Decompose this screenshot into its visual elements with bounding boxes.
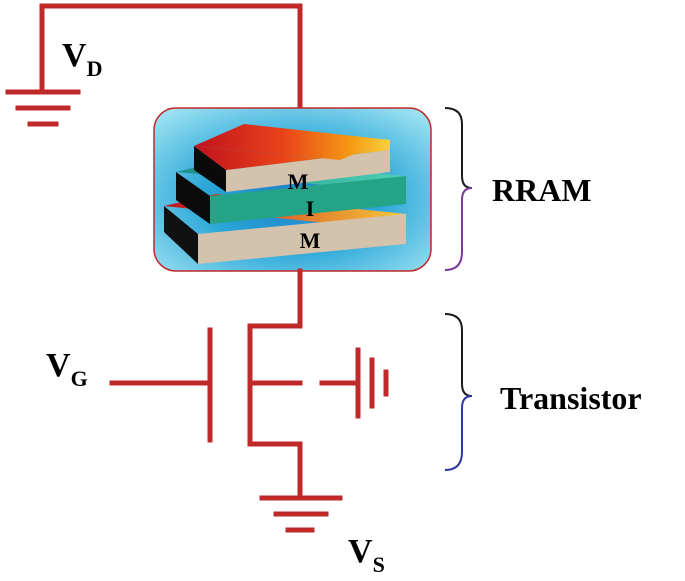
transistor-symbol <box>109 327 303 443</box>
top-metal-layer <box>194 124 390 192</box>
transistor-brace <box>444 313 473 471</box>
vg-sub: G <box>71 366 88 391</box>
vg-label: VG <box>46 347 88 391</box>
body-ground-symbol <box>319 347 389 419</box>
mim-mid-label: I <box>306 196 315 221</box>
transistor-label: Transistor <box>500 380 642 416</box>
vs-label: VS <box>348 533 385 577</box>
drain-wire <box>5 3 303 127</box>
mim-top-label: M <box>288 169 309 194</box>
vs-main: V <box>348 533 373 570</box>
vd-main: V <box>62 37 87 74</box>
rram-device: M I M <box>153 107 432 272</box>
vg-main: V <box>46 347 71 384</box>
source-ground-symbol <box>259 495 343 533</box>
rram-brace <box>444 107 473 271</box>
vd-sub: D <box>87 56 103 81</box>
vd-label: VD <box>62 37 102 81</box>
rram-label: RRAM <box>492 172 592 208</box>
vs-sub: S <box>373 552 385 577</box>
mim-bot-label: M <box>300 228 321 253</box>
